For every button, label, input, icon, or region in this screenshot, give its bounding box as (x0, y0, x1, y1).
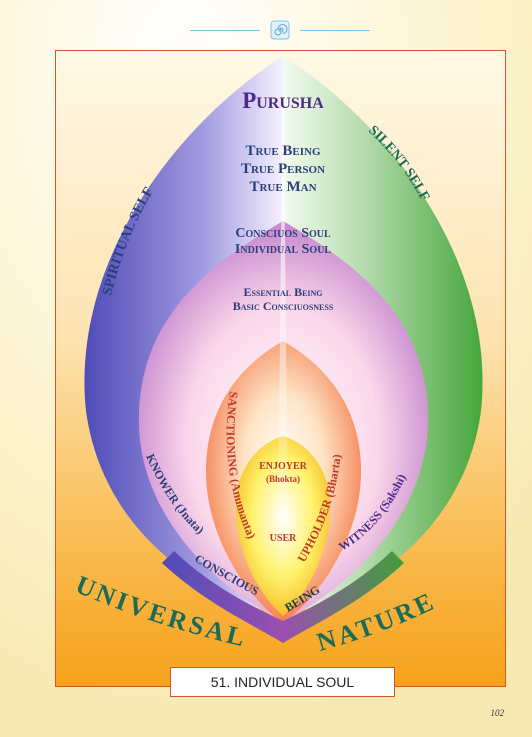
basic-consciousness-label: Basic Consciuosness (233, 299, 334, 313)
diagram-frame: Purusha True Being True Person True Man … (55, 50, 506, 687)
true-man-label: True Man (249, 179, 316, 195)
individual-soul-label: Individual Soul (235, 242, 332, 257)
enjoyer-label: ENJOYER (259, 461, 308, 472)
conscious-being-band (162, 551, 404, 643)
individual-soul-diagram: Purusha True Being True Person True Man … (56, 51, 505, 686)
essential-being-label: Essential Being (243, 285, 322, 299)
bhokta-label: (Bhokta) (266, 474, 300, 484)
figure-caption: 51. INDIVIDUAL SOUL (170, 667, 395, 697)
true-being-label: True Being (245, 143, 321, 159)
user-label: USER (270, 533, 297, 544)
true-person-label: True Person (241, 161, 325, 177)
light-beam (277, 56, 289, 611)
purusha-heading: Purusha (242, 88, 324, 113)
header-rule-left (190, 30, 260, 31)
header-rule-right (300, 30, 370, 31)
spiral-ornament-icon (270, 20, 290, 40)
page-number: 102 (490, 708, 505, 718)
conscious-soul-label: Consciuos Soul (235, 226, 331, 241)
